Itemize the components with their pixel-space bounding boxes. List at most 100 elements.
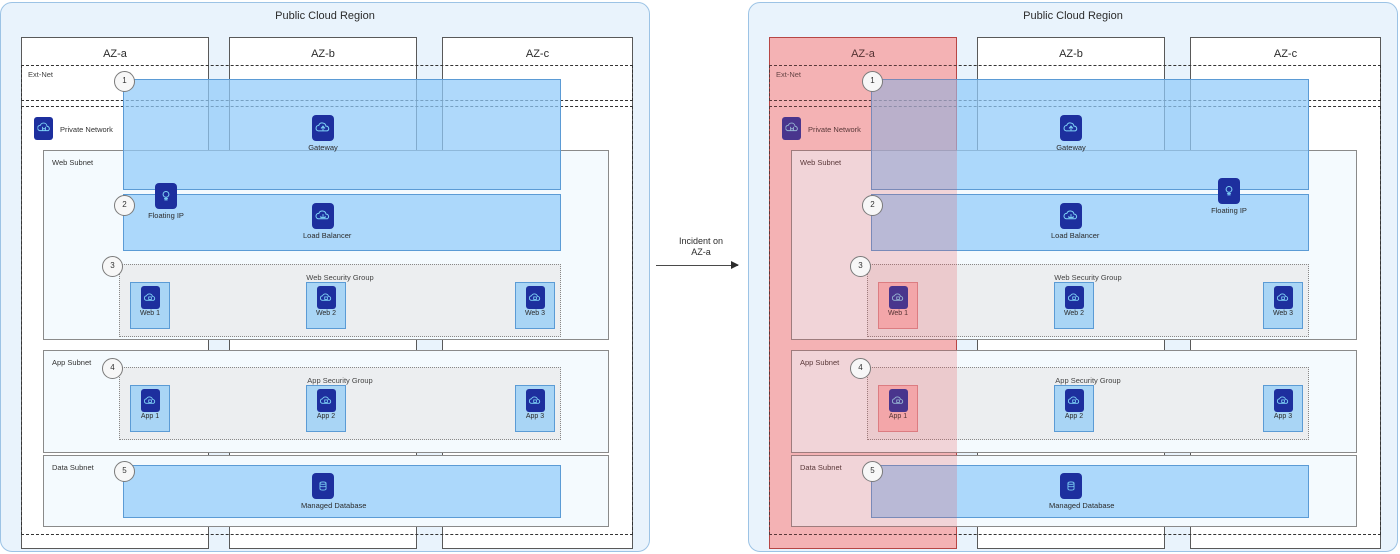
instance-label: App 2: [316, 413, 336, 420]
private-network-label: Private Network: [60, 125, 113, 134]
load-balancer-icon: [1060, 203, 1082, 229]
load-balancer-label: Load Balancer: [303, 231, 352, 240]
instance-app-3[interactable]: App 3: [1263, 385, 1303, 432]
load-balancer-band: [123, 194, 561, 251]
instance-label: App 3: [525, 413, 545, 420]
instance-label: Web 1: [139, 310, 161, 317]
node-load-balancer[interactable]: Load Balancer: [303, 203, 352, 240]
instance-app-2[interactable]: App 2: [306, 385, 346, 432]
server-cloud-icon: [316, 389, 336, 412]
instance-web-2[interactable]: Web 2: [1054, 282, 1094, 329]
server-cloud-icon: [1064, 286, 1084, 309]
arrow-head-icon: [731, 261, 739, 269]
private-network-icon: [782, 117, 801, 140]
database-band: [123, 465, 561, 518]
az-label-c: AZ-c: [1273, 48, 1298, 60]
subnet-data-label: Data Subnet: [800, 463, 842, 472]
database-label: Managed Database: [1049, 501, 1115, 510]
database-icon: [1060, 473, 1082, 499]
region-title: Public Cloud Region: [275, 10, 375, 22]
instance-web-3[interactable]: Web 3: [1263, 282, 1303, 329]
node-load-balancer[interactable]: Load Balancer: [1051, 203, 1100, 240]
database-band: [871, 465, 1309, 518]
region-title: Public Cloud Region: [1023, 10, 1123, 22]
step-badge-4: 4: [102, 358, 123, 379]
gateway-band: [123, 79, 561, 190]
gateway-icon: [312, 115, 334, 141]
ext-net-label: Ext-Net: [776, 70, 802, 79]
node-floating-ip[interactable]: Floating IP: [147, 183, 185, 220]
step-badge-1: 1: [114, 71, 135, 92]
step-badge-2: 2: [862, 195, 883, 216]
floating-ip-icon: [155, 183, 177, 209]
transition-arrow: Incident on AZ-a: [656, 236, 746, 269]
node-gateway[interactable]: Gateway: [301, 115, 345, 152]
node-gateway[interactable]: Gateway: [1049, 115, 1093, 152]
step-badge-1: 1: [862, 71, 883, 92]
security-group-app-label: App Security Group: [307, 376, 373, 385]
private-network-label: Private Network: [808, 125, 861, 134]
instance-label: Web 2: [1063, 310, 1085, 317]
server-cloud-icon: [1064, 389, 1084, 412]
subnet-web-label: Web Subnet: [800, 158, 842, 167]
server-cloud-icon: [1273, 286, 1293, 309]
transition-label-line1: Incident on: [678, 236, 724, 246]
az-label-a: AZ-a: [103, 48, 127, 60]
ext-net-label: Ext-Net: [28, 70, 54, 79]
instance-app-3[interactable]: App 3: [515, 385, 555, 432]
floating-ip-label: Floating IP: [1211, 206, 1247, 215]
step-badge-3: 3: [102, 256, 123, 277]
server-cloud-icon: [316, 286, 336, 309]
step-badge-4: 4: [850, 358, 871, 379]
node-managed-database[interactable]: Managed Database: [1049, 473, 1115, 510]
instance-web-1[interactable]: Web 1: [130, 282, 170, 329]
step-badge-3: 3: [850, 256, 871, 277]
subnet-app-label: App Subnet: [800, 358, 840, 367]
step-badge-5: 5: [862, 461, 883, 482]
database-label: Managed Database: [301, 501, 367, 510]
node-managed-database[interactable]: Managed Database: [301, 473, 367, 510]
gateway-icon: [1060, 115, 1082, 141]
subnet-data-label: Data Subnet: [52, 463, 94, 472]
security-group-app-label: App Security Group: [1055, 376, 1121, 385]
server-cloud-icon: [140, 389, 160, 412]
instance-label: App 3: [1273, 413, 1293, 420]
panel-after-incident: Public Cloud Region AZ-a AZ-b AZ-c Ext-N…: [748, 2, 1398, 552]
arrow-shaft: [656, 261, 739, 269]
panel-before-incident: Public Cloud Region AZ-a AZ-b AZ-c Ext-N…: [0, 2, 650, 552]
instance-label: App 1: [140, 413, 160, 420]
server-cloud-icon: [525, 286, 545, 309]
instance-web-1[interactable]: Web 1: [878, 282, 918, 329]
step-badge-5: 5: [114, 461, 135, 482]
database-icon: [312, 473, 334, 499]
floating-ip-label: Floating IP: [148, 211, 184, 220]
security-group-web-label: Web Security Group: [1054, 273, 1122, 282]
private-network-icon: [34, 117, 53, 140]
server-cloud-icon: [1273, 389, 1293, 412]
instance-web-2[interactable]: Web 2: [306, 282, 346, 329]
server-cloud-icon: [888, 286, 908, 309]
load-balancer-icon: [312, 203, 334, 229]
instance-app-2[interactable]: App 2: [1054, 385, 1094, 432]
instance-app-1[interactable]: App 1: [130, 385, 170, 432]
instance-label: Web 1: [887, 310, 909, 317]
instance-label: Web 2: [315, 310, 337, 317]
gateway-label: Gateway: [1056, 143, 1086, 152]
subnet-app-label: App Subnet: [52, 358, 92, 367]
floating-ip-icon: [1218, 178, 1240, 204]
instance-label: App 1: [888, 413, 908, 420]
gateway-band: [871, 79, 1309, 190]
instance-label: Web 3: [524, 310, 546, 317]
security-group-web-label: Web Security Group: [306, 273, 374, 282]
load-balancer-label: Load Balancer: [1051, 231, 1100, 240]
transition-label-line2: AZ-a: [691, 247, 711, 257]
server-cloud-icon: [140, 286, 160, 309]
az-label-b: AZ-b: [1059, 48, 1083, 60]
instance-label: Web 3: [1272, 310, 1294, 317]
gateway-label: Gateway: [308, 143, 338, 152]
instance-web-3[interactable]: Web 3: [515, 282, 555, 329]
instance-app-1[interactable]: App 1: [878, 385, 918, 432]
instance-label: App 2: [1064, 413, 1084, 420]
node-floating-ip[interactable]: Floating IP: [1210, 178, 1248, 215]
